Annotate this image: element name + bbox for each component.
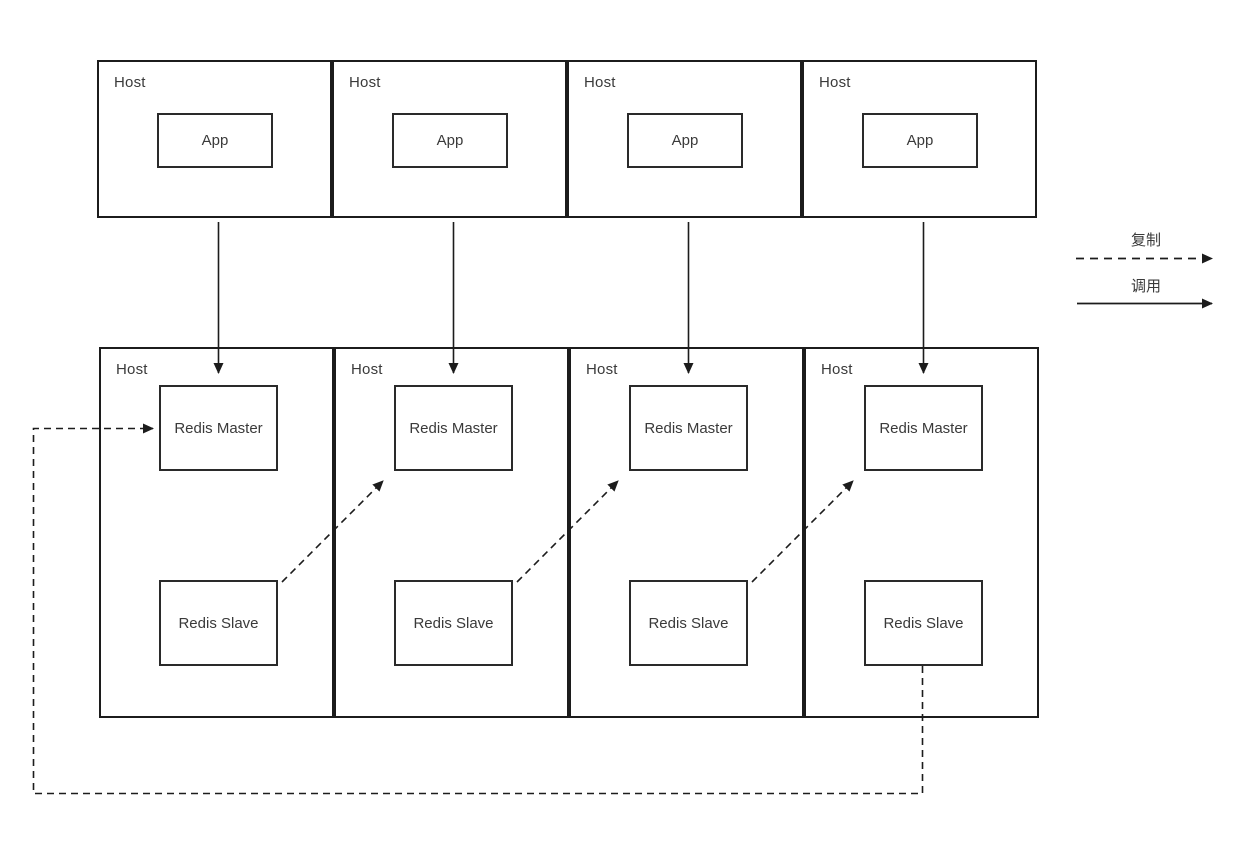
- host-label: Host: [586, 361, 618, 378]
- host-label: Host: [584, 74, 616, 91]
- legend-call-label: 调用: [1130, 278, 1161, 295]
- redis-slave-node-3: Redis Slave: [629, 580, 748, 666]
- app-node-2: App: [392, 113, 508, 168]
- bottom-host-1: Host Redis Master Redis Slave: [99, 347, 334, 718]
- top-host-3: Host App: [567, 60, 802, 218]
- bottom-host-3: Host Redis Master Redis Slave: [569, 347, 804, 718]
- host-label: Host: [819, 74, 851, 91]
- redis-master-node-2: Redis Master: [394, 385, 513, 471]
- bottom-host-4: Host Redis Master Redis Slave: [804, 347, 1039, 718]
- redis-master-node-4: Redis Master: [864, 385, 983, 471]
- top-host-1: Host App: [97, 60, 332, 218]
- redis-slave-node-1: Redis Slave: [159, 580, 278, 666]
- host-label: Host: [116, 361, 148, 378]
- redis-slave-node-2: Redis Slave: [394, 580, 513, 666]
- redis-master-node-3: Redis Master: [629, 385, 748, 471]
- host-label: Host: [821, 361, 853, 378]
- app-node-3: App: [627, 113, 743, 168]
- host-label: Host: [349, 74, 381, 91]
- top-host-4: Host App: [802, 60, 1037, 218]
- app-node-4: App: [862, 113, 978, 168]
- host-label: Host: [114, 74, 146, 91]
- app-node-1: App: [157, 113, 273, 168]
- host-label: Host: [351, 361, 383, 378]
- top-host-2: Host App: [332, 60, 567, 218]
- legend-replication-label: 复制: [1130, 232, 1161, 249]
- redis-slave-node-4: Redis Slave: [864, 580, 983, 666]
- bottom-host-2: Host Redis Master Redis Slave: [334, 347, 569, 718]
- redis-master-node-1: Redis Master: [159, 385, 278, 471]
